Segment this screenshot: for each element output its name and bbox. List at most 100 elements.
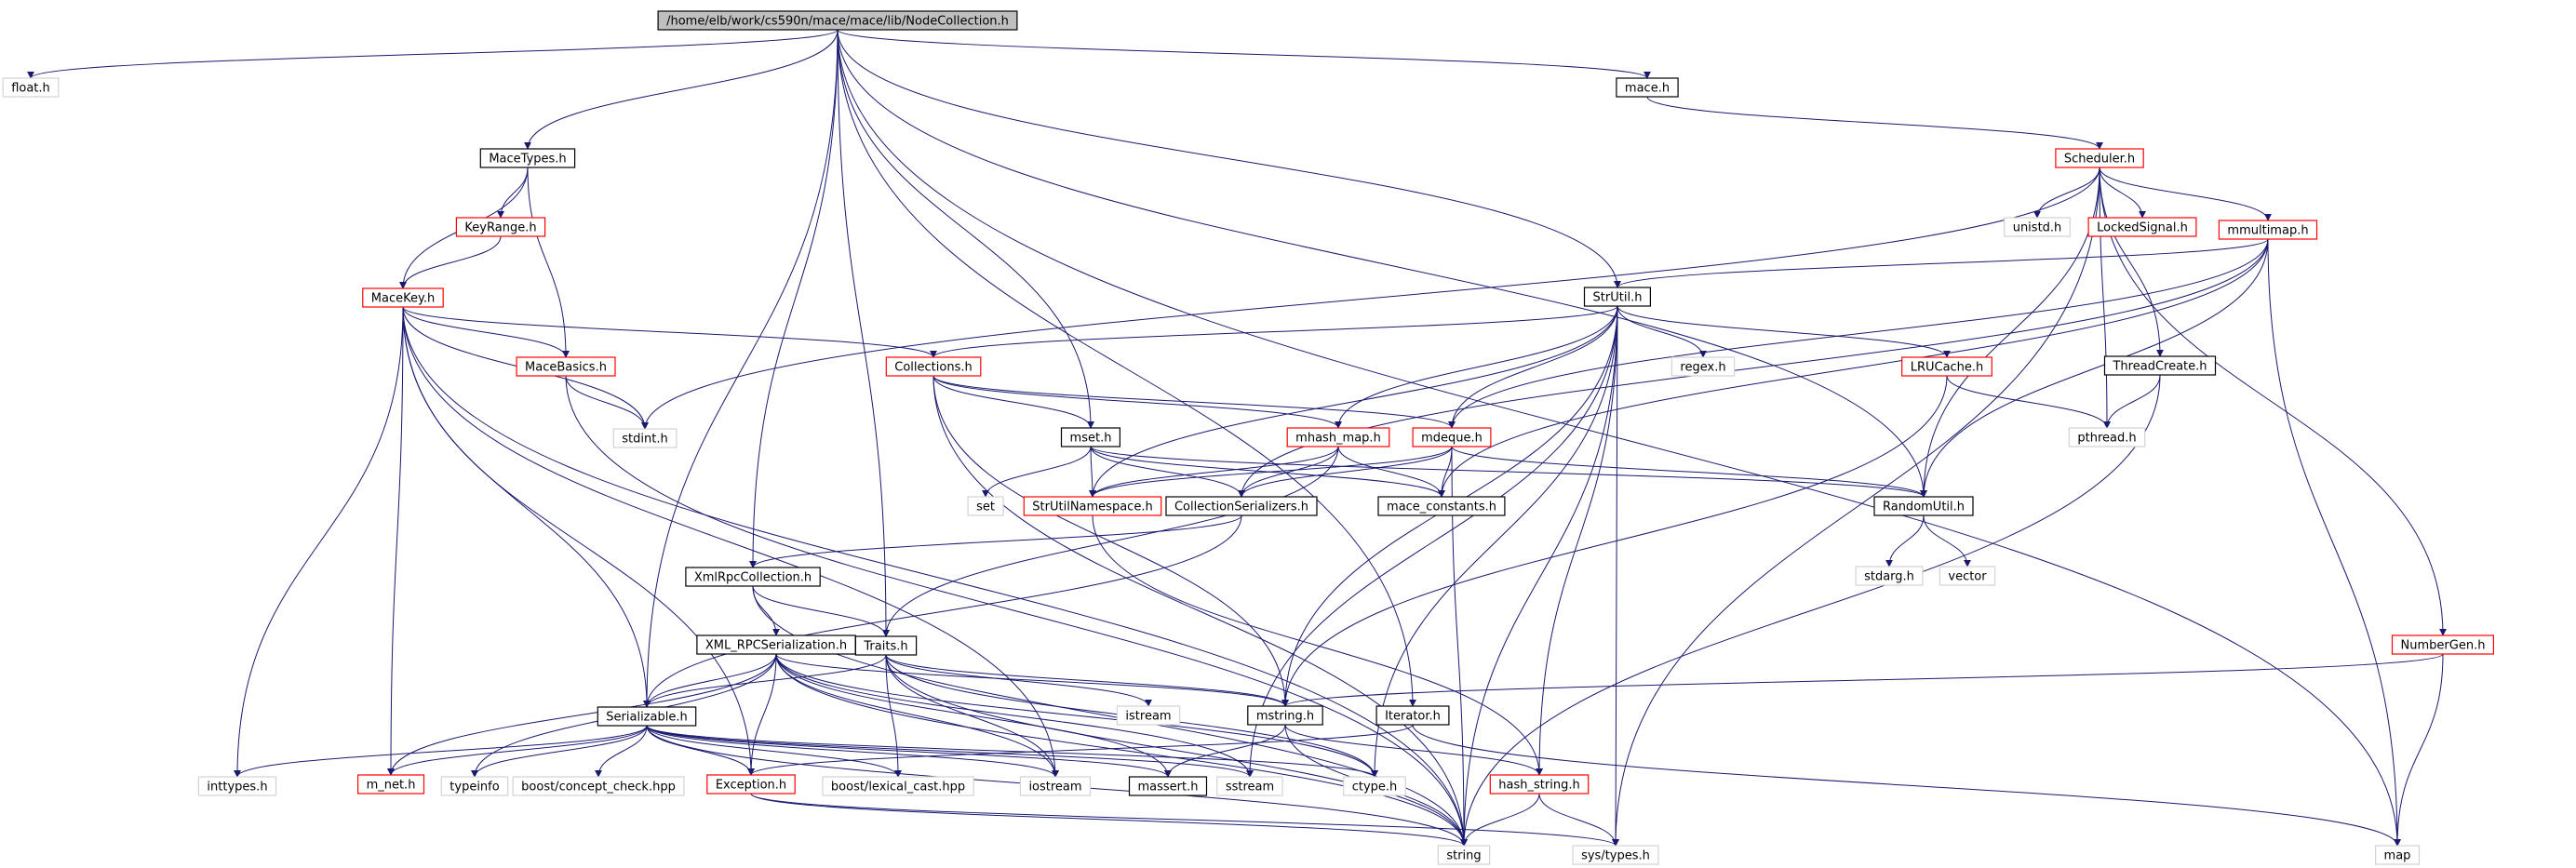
edge-xmlrpccoll-to-traits — [752, 585, 890, 637]
edge-mhashmap-to-maceconst — [1337, 446, 1445, 498]
edge-strutil-to-systypes — [1612, 305, 1620, 847]
node-lockedsignal[interactable]: LockedSignal.h — [2087, 217, 2197, 237]
node-set: set — [967, 496, 1004, 516]
node-label-mmultimap: mmultimap.h — [2227, 224, 2308, 238]
edge-root-to-mace — [837, 29, 1651, 79]
node-lrucache[interactable]: LRUCache.h — [1901, 356, 1992, 377]
edge-scheduler-to-randomutil — [1920, 167, 2100, 498]
node-strutilns[interactable]: StrUtilNamespace.h — [1023, 496, 1162, 516]
edge-iterator-to-exception — [747, 724, 1414, 776]
node-root[interactable]: /home/elb/work/cs590n/mace/mace/lib/Node… — [657, 10, 1018, 31]
edge-traits-to-serializable — [643, 654, 887, 708]
edge-scheduler-to-pthread — [2099, 167, 2111, 429]
node-box-typeinfo — [440, 776, 509, 796]
node-scheduler[interactable]: Scheduler.h — [2055, 148, 2144, 168]
node-mace[interactable]: mace.h — [1616, 77, 1679, 98]
edge-numbergen-to-map — [2394, 653, 2444, 847]
node-mdeque[interactable]: mdeque.h — [1412, 427, 1492, 447]
node-label-float: float.h — [11, 82, 50, 96]
edge-macekey-to-inttypes — [234, 306, 404, 778]
node-box-keyrange — [455, 217, 546, 237]
node-concept: boost/concept_check.hpp — [512, 776, 685, 796]
node-vector: vector — [1939, 566, 1996, 586]
node-box-sstream — [1216, 776, 1283, 796]
node-label-systypes: sys/types.h — [1581, 849, 1650, 863]
edge-scheduler-to-unistd — [2033, 167, 2100, 219]
node-macekey[interactable]: MaceKey.h — [362, 287, 444, 308]
node-label-numbergen: NumberGen.h — [2401, 639, 2486, 653]
node-maceconst[interactable]: mace_constants.h — [1377, 496, 1506, 516]
node-massert[interactable]: massert.h — [1128, 776, 1208, 796]
node-collections[interactable]: Collections.h — [885, 356, 982, 377]
node-randomutil[interactable]: RandomUtil.h — [1873, 496, 1974, 516]
node-label-collser: CollectionSerializers.h — [1174, 501, 1308, 514]
edge-scheduler-to-stdint — [641, 167, 2100, 430]
node-iterator[interactable]: Iterator.h — [1375, 705, 1450, 726]
node-box-root — [657, 10, 1018, 31]
node-box-numbergen — [2391, 634, 2495, 655]
node-box-ctype — [1343, 776, 1406, 796]
edge-mset-to-set — [982, 446, 1092, 498]
node-mset[interactable]: mset.h — [1060, 427, 1121, 447]
node-label-massert: massert.h — [1138, 781, 1199, 795]
node-label-iterator: Iterator.h — [1385, 710, 1441, 724]
edge-lrucache-to-mstring — [1281, 375, 1948, 707]
edge-xmlrpcser-to-massert — [775, 653, 1172, 778]
edge-mdeque-to-strutilns — [1089, 446, 1453, 498]
node-strutil[interactable]: StrUtil.h — [1583, 287, 1652, 307]
node-label-mace: mace.h — [1625, 82, 1670, 96]
edge-strutil-to-sstream — [1246, 305, 1618, 778]
edge-mace-to-scheduler — [1646, 96, 2103, 150]
node-keyrange[interactable]: KeyRange.h — [455, 217, 546, 237]
node-box-scheduler — [2055, 148, 2144, 168]
node-threadcreate[interactable]: ThreadCreate.h — [2103, 355, 2217, 376]
node-label-vector: vector — [1948, 570, 1987, 584]
node-label-mhashmap: mhash_map.h — [1295, 432, 1381, 446]
node-box-systypes — [1572, 845, 1659, 865]
edge-macekey-to-macebasics — [402, 306, 570, 358]
edge-mdeque-to-collser — [1238, 446, 1453, 498]
edge-serializable-to-typeinfo — [471, 725, 648, 778]
node-box-lockedsignal — [2087, 217, 2197, 237]
edge-root-to-traits — [837, 29, 890, 637]
node-label-stdint: stdint.h — [622, 433, 667, 447]
node-macetypes[interactable]: MaceTypes.h — [479, 148, 576, 168]
edge-xmlrpcser-to-string — [775, 653, 1468, 847]
node-mstring[interactable]: mstring.h — [1247, 705, 1323, 726]
node-collser[interactable]: CollectionSerializers.h — [1165, 496, 1318, 516]
edge-serializable-to-mnet — [387, 725, 648, 776]
node-macebasics[interactable]: MaceBasics.h — [516, 356, 616, 377]
node-serializable[interactable]: Serializable.h — [597, 706, 697, 727]
edge-root-to-float — [27, 29, 839, 79]
node-label-scheduler: Scheduler.h — [2064, 153, 2135, 167]
edge-root-to-mset — [837, 29, 1094, 429]
node-xmlrpcser[interactable]: XML_RPCSerialization.h — [696, 634, 856, 655]
node-unistd: unistd.h — [2004, 217, 2071, 237]
edge-serializable-to-ctype — [646, 725, 1378, 778]
edge-serializable-to-massert — [646, 725, 1172, 778]
node-mhashmap[interactable]: mhash_map.h — [1286, 427, 1390, 447]
node-label-istream: istream — [1125, 710, 1171, 724]
edge-scheduler-to-numbergen — [2099, 167, 2447, 636]
node-mmultimap[interactable]: mmultimap.h — [2218, 220, 2318, 240]
edge-xmlrpcser-to-serializable — [643, 653, 777, 708]
node-box-string — [1437, 845, 1491, 865]
node-label-threadcreate: ThreadCreate.h — [2112, 360, 2207, 374]
node-hashstring[interactable]: hash_string.h — [1489, 774, 1590, 795]
node-label-strutil: StrUtil.h — [1593, 291, 1643, 305]
edge-strutil-to-lrucache — [1617, 305, 1951, 358]
node-mnet[interactable]: m_net.h — [357, 774, 425, 795]
node-exception[interactable]: Exception.h — [706, 774, 796, 795]
node-box-stdarg — [1855, 566, 1924, 586]
edge-macebasics-to-string — [565, 375, 1468, 847]
edge-root-to-iterator — [837, 29, 1416, 707]
node-xmlrpccoll[interactable]: XmlRpcCollection.h — [685, 567, 821, 587]
edge-serializable-to-concept — [595, 725, 648, 778]
node-box-set — [967, 496, 1004, 516]
node-box-mhashmap — [1286, 427, 1390, 447]
node-box-mace — [1616, 77, 1679, 98]
edge-mdeque-to-string — [1451, 446, 1468, 847]
node-label-root: /home/elb/work/cs590n/mace/mace/lib/Node… — [666, 15, 1009, 29]
node-numbergen[interactable]: NumberGen.h — [2391, 634, 2495, 655]
node-traits[interactable]: Traits.h — [854, 635, 918, 656]
